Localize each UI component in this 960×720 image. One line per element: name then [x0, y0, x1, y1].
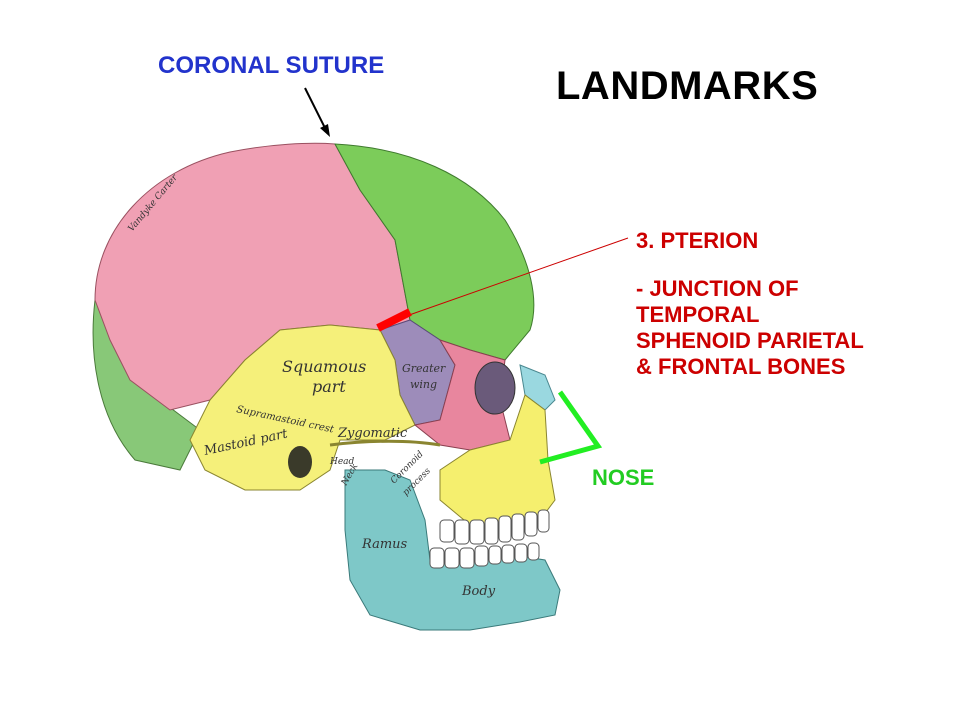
label-ramus: Ramus [361, 537, 408, 552]
nose-label: NOSE [592, 465, 655, 490]
label-part: part [312, 377, 346, 396]
label-greater: Greater [402, 362, 446, 375]
temporal-bone [189, 324, 416, 491]
coronal-suture-label: CORONAL SUTURE [158, 52, 385, 79]
pterion-description-line: SPHENOID PARIETAL [636, 328, 864, 353]
orbit [474, 361, 516, 415]
pterion-description: - JUNCTION OF TEMPORAL SPHENOID PARIETAL… [636, 276, 916, 380]
coronal-suture-arrow-line [304, 87, 327, 131]
lower-teeth [429, 542, 540, 569]
nose-bracket [539, 390, 603, 465]
label-zygomatic: Zygomatic [337, 426, 408, 441]
label-wing: wing [410, 378, 437, 391]
label-head: Head [329, 457, 355, 467]
slide-title: LANDMARKS [556, 64, 819, 108]
pterion-description-line: & FRONTAL BONES [636, 354, 846, 379]
external-acoustic-meatus [288, 446, 312, 478]
pterion-description-line: - JUNCTION OF [636, 276, 799, 301]
occipital-bone [92, 299, 201, 471]
upper-teeth [439, 509, 550, 545]
nasal-bone [519, 364, 556, 411]
pterion-pointer-line [394, 237, 629, 321]
pterion-description-line: TEMPORAL [636, 302, 760, 327]
frontal-bone [334, 143, 535, 361]
pterion-marker [376, 308, 412, 332]
mandible [344, 469, 561, 631]
pterion-heading: 3. PTERION [636, 228, 759, 253]
label-body: Body [461, 584, 496, 599]
label-squamous: Squamous [282, 357, 366, 376]
coronal-suture-arrowhead [320, 124, 330, 137]
maxilla [439, 394, 556, 526]
zygomatic-arch [329, 439, 441, 447]
